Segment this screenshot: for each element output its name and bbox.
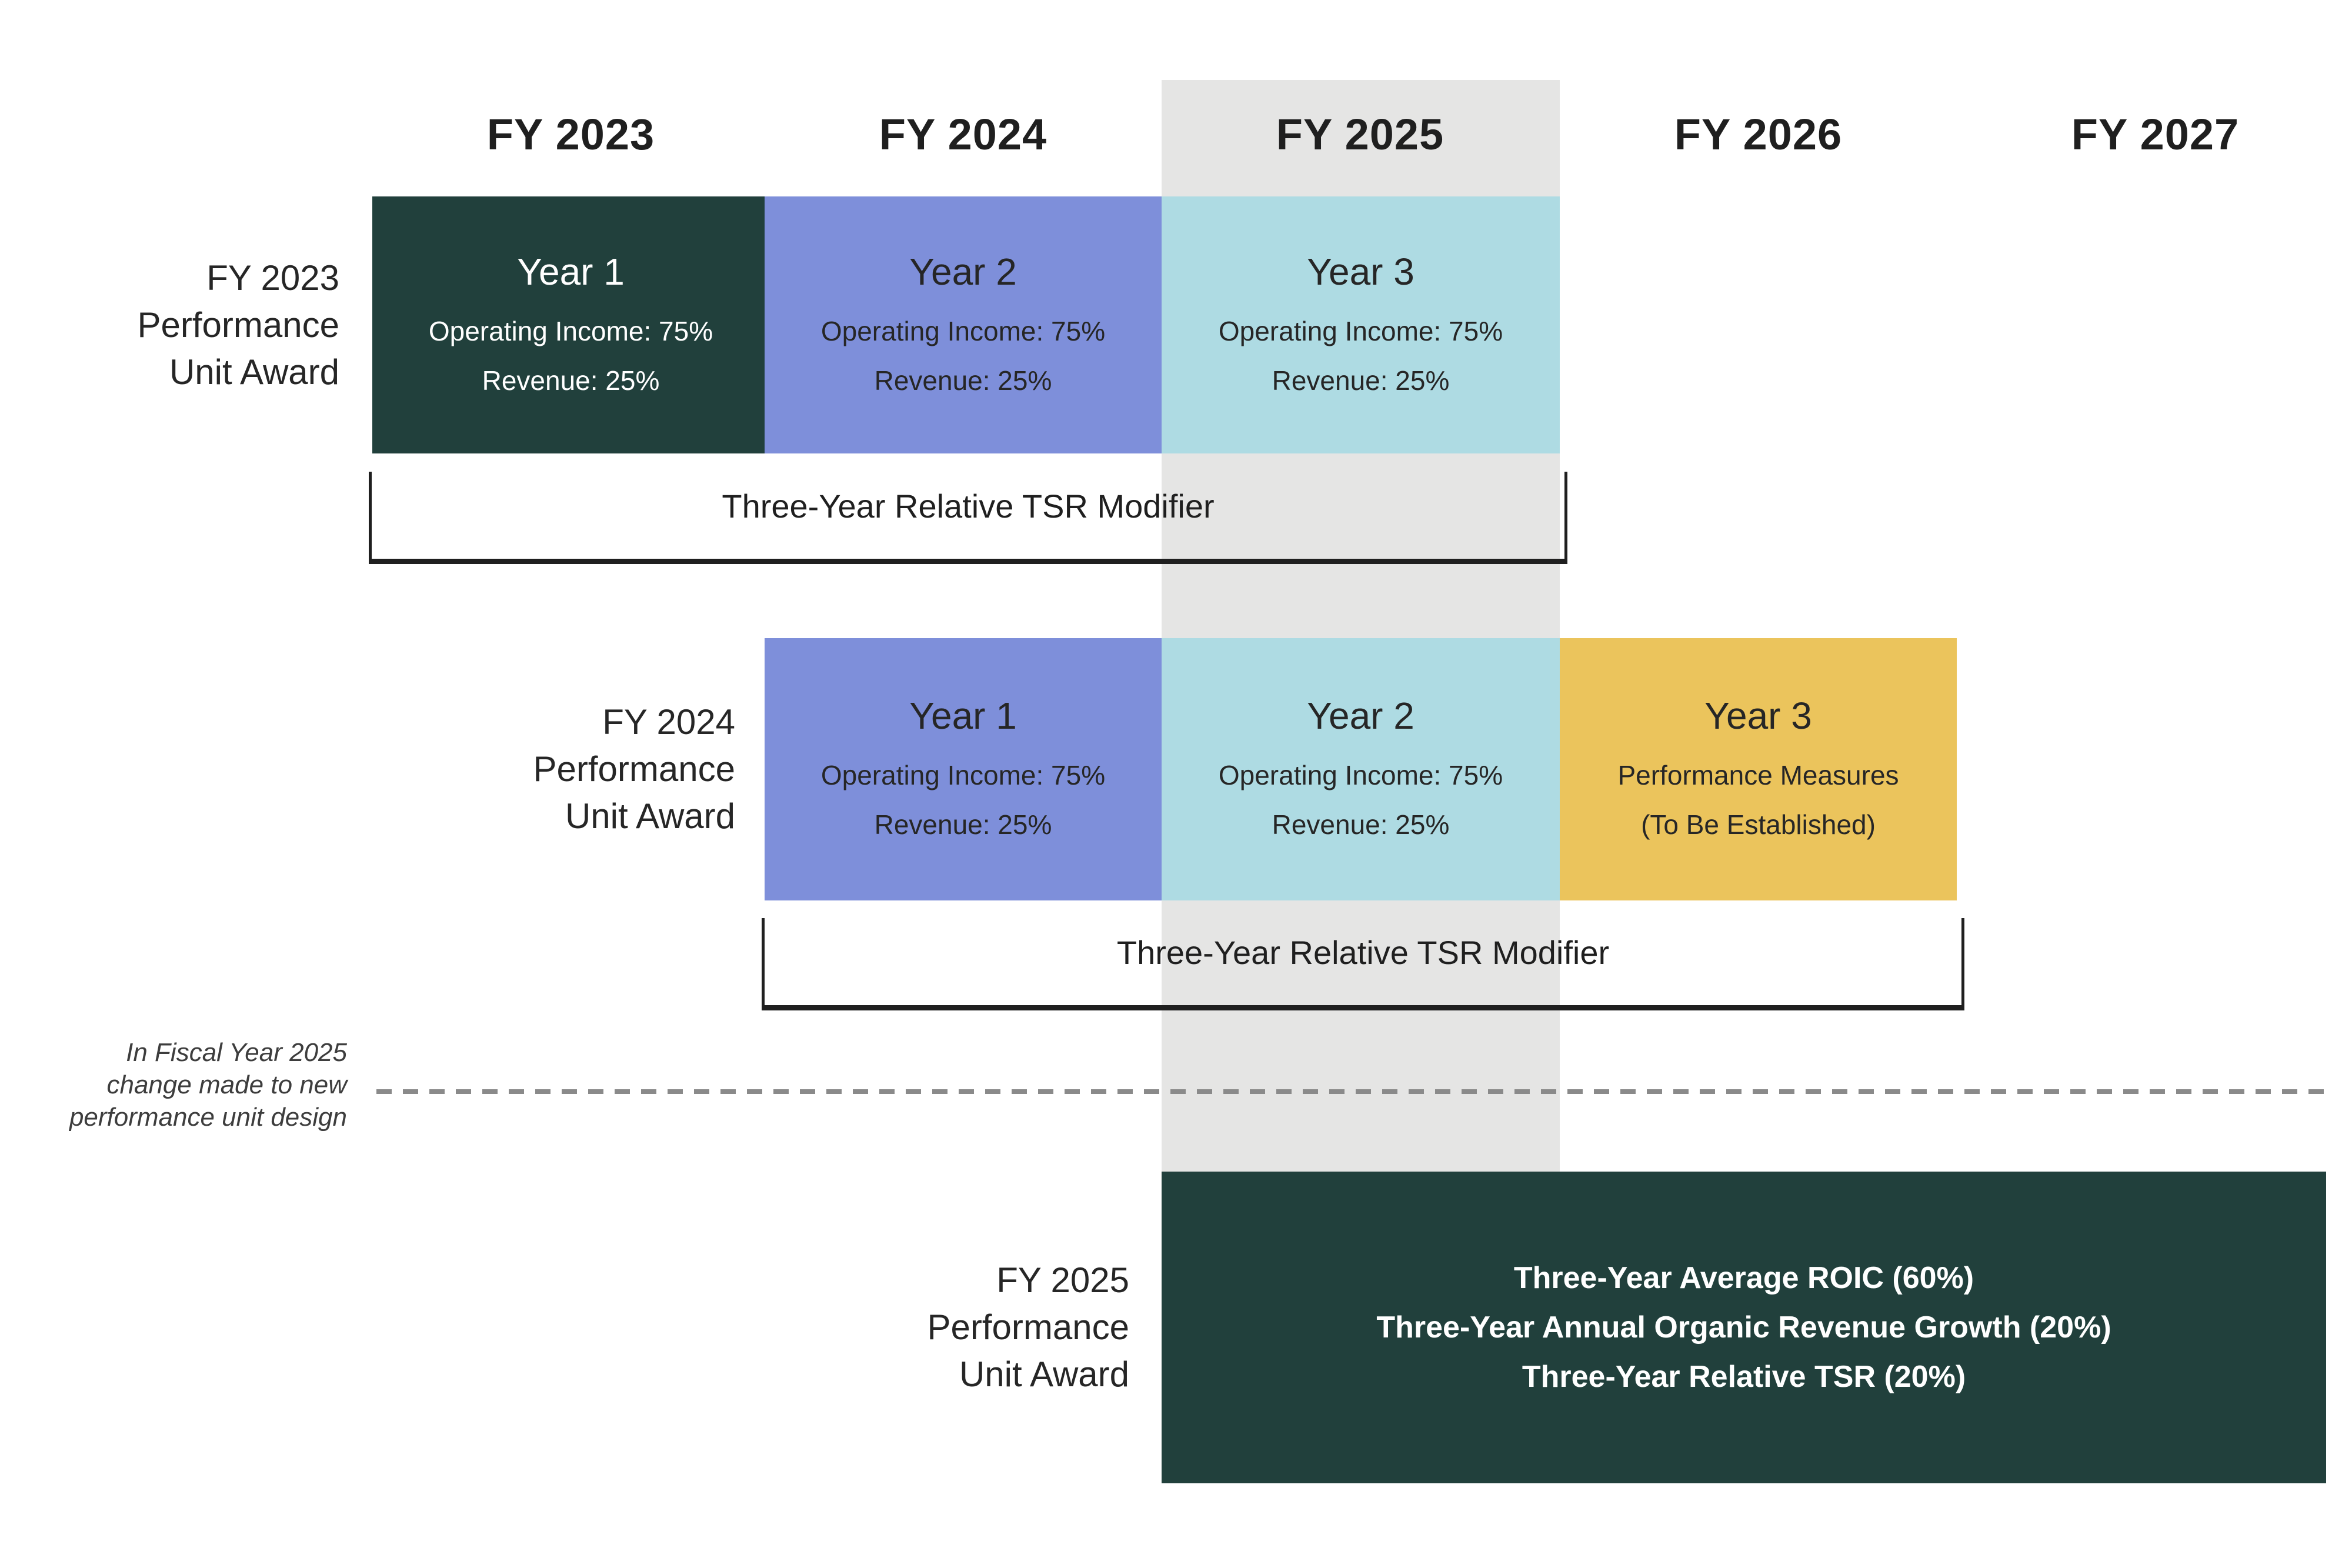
column-header-fy2026: FY 2026 [1674, 110, 1843, 159]
fy2024-year2-metric1: Operating Income: 75% [1218, 760, 1503, 790]
fy2025-award-label-line2: Performance [927, 1307, 1129, 1347]
fy2023-year3-title: Year 3 [1307, 250, 1414, 293]
fy2023-award-label-line3: Unit Award [169, 352, 339, 392]
fy2023-award-year2-block: Year 2 Operating Income: 75% Revenue: 25… [765, 196, 1162, 453]
fy2025-transition-note: In Fiscal Year 2025 change made to new p… [18, 1036, 347, 1133]
fy2024-tsr-modifier-bracket: Three-Year Relative TSR Modifier [762, 918, 1964, 1010]
fy2025-award-label-line1: FY 2025 [996, 1260, 1129, 1300]
fy2023-year2-metric2: Revenue: 25% [874, 365, 1052, 396]
fy2024-award-label-line1: FY 2024 [602, 702, 735, 742]
fy2024-tsr-modifier-label: Three-Year Relative TSR Modifier [1116, 934, 1610, 971]
fy2024-year1-metric1: Operating Income: 75% [820, 760, 1106, 790]
fy2023-year1-metric2: Revenue: 25% [482, 365, 660, 396]
fy2024-year1-metric2: Revenue: 25% [874, 809, 1052, 840]
fy2024-year3-metric1: Performance Measures [1617, 760, 1899, 790]
column-header-fy2023: FY 2023 [486, 110, 655, 159]
transition-note-line1: In Fiscal Year 2025 [126, 1038, 347, 1067]
fy2023-award-label: FY 2023 Performance Unit Award [0, 196, 339, 453]
fy2024-award-label-line2: Performance [533, 749, 735, 789]
column-header-fy2027: FY 2027 [2071, 110, 2240, 159]
transition-note-line2: change made to new [106, 1070, 347, 1099]
fy2024-year3-metric2: (To Be Established) [1641, 809, 1876, 840]
fy2023-year3-metric2: Revenue: 25% [1272, 365, 1450, 396]
fy2023-tsr-modifier-label: Three-Year Relative TSR Modifier [722, 488, 1215, 525]
fy2023-award-year3-block: Year 3 Operating Income: 75% Revenue: 25… [1162, 196, 1560, 453]
column-header-fy2025: FY 2025 [1276, 110, 1444, 159]
column-header-fy2024: FY 2024 [879, 110, 1047, 159]
fy2023-award-label-line1: FY 2023 [206, 258, 339, 298]
fy2024-award-year2-block: Year 2 Operating Income: 75% Revenue: 25… [1162, 638, 1560, 900]
fy2024-year2-title: Year 2 [1307, 695, 1414, 737]
fy2023-year2-metric1: Operating Income: 75% [820, 315, 1106, 346]
fy2025-measure-revenue: Three-Year Annual Organic Revenue Growth… [1376, 1310, 2111, 1345]
transition-note-line3: performance unit design [69, 1103, 347, 1132]
fy2025-award-label: FY 2025 Performance Unit Award [0, 1172, 1129, 1483]
fy2025-measure-tsr: Three-Year Relative TSR (20%) [1522, 1360, 1966, 1394]
fy2025-award-measures-block: Three-Year Average ROIC (60%) Three-Year… [1162, 1172, 2326, 1483]
fy2025-measure-roic: Three-Year Average ROIC (60%) [1513, 1261, 1974, 1295]
fy2023-tsr-modifier-bracket: Three-Year Relative TSR Modifier [369, 472, 1567, 564]
fy2024-year2-metric2: Revenue: 25% [1272, 809, 1450, 840]
fy2023-award-year1-block: Year 1 Operating Income: 75% Revenue: 25… [372, 196, 769, 453]
fy2024-award-year1-block: Year 1 Operating Income: 75% Revenue: 25… [765, 638, 1162, 900]
transition-dashed-line [376, 1089, 2331, 1094]
fy2024-award-label-line3: Unit Award [565, 796, 735, 836]
fy2023-year3-metric1: Operating Income: 75% [1218, 315, 1503, 346]
fy2024-award-year3-block: Year 3 Performance Measures (To Be Estab… [1560, 638, 1957, 900]
fy2023-award-label-line2: Performance [137, 305, 339, 345]
fy2023-year2-title: Year 2 [909, 250, 1017, 293]
fy2024-year3-title: Year 3 [1704, 695, 1812, 737]
fy2024-year1-title: Year 1 [909, 695, 1017, 737]
fy2024-award-label: FY 2024 Performance Unit Award [0, 638, 735, 900]
fy2023-year1-title: Year 1 [517, 250, 625, 293]
fy2023-year1-metric1: Operating Income: 75% [428, 315, 713, 346]
fy2025-award-label-line3: Unit Award [959, 1355, 1129, 1394]
